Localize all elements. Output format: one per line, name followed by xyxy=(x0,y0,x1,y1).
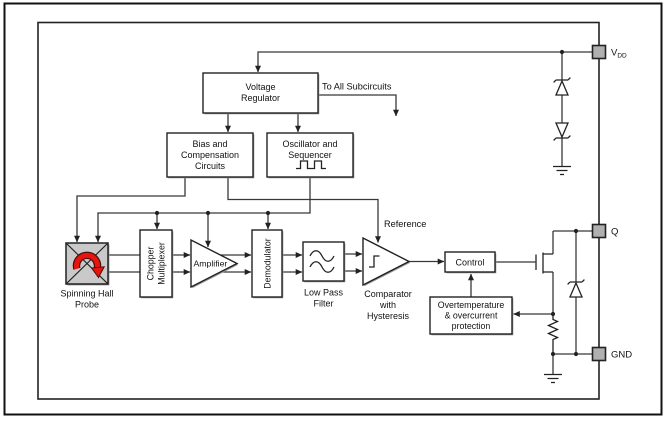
block-protection: Overtemperature & overcurrent protection xyxy=(429,296,514,336)
voltage-regulator-label: Regulator xyxy=(241,93,280,103)
probe-diagonals xyxy=(66,243,108,284)
wire-to-all-subcircuits xyxy=(318,94,399,117)
block-oscillator-sequencer: Oscillator and Sequencer xyxy=(266,132,355,179)
q-pin-label: Q xyxy=(611,227,618,238)
to-all-subcircuits-label: To All Subcircuits xyxy=(322,82,392,92)
protection-label: Overtemperature xyxy=(438,300,505,310)
outer-frame xyxy=(3,2,663,416)
comparator-label: Hysteresis xyxy=(367,311,410,321)
sine-waves-icon xyxy=(309,250,335,273)
lpf-label: Filter xyxy=(314,299,334,309)
protection-label: protection xyxy=(452,321,491,331)
lpf-label: Low Pass xyxy=(304,288,344,298)
comparator-label: Comparator xyxy=(364,289,412,299)
resistor-icon xyxy=(546,314,560,354)
voltage-regulator-label: Voltage xyxy=(245,82,275,92)
block-bias-compensation: Bias and Compensation Circuits xyxy=(166,132,255,179)
wire-reference xyxy=(227,177,381,243)
block-voltage-regulator: Voltage Regulator xyxy=(202,72,320,115)
chopper-label: Chopper xyxy=(146,247,156,281)
demodulator-label: Demodulator xyxy=(263,238,273,288)
reference-label: Reference xyxy=(384,219,426,229)
ground-icon xyxy=(553,165,571,176)
q-pad xyxy=(591,223,607,239)
rotation-arrow-icon xyxy=(72,251,106,279)
comparator-label: with xyxy=(379,300,396,310)
bias-label: Circuits xyxy=(195,161,226,171)
wire-bias-to-probe xyxy=(74,177,186,243)
wire-oscillator-bus xyxy=(95,177,311,243)
wire-vdd-rail xyxy=(255,51,592,73)
gnd-pin-label: GND xyxy=(611,350,632,361)
block-amplifier: Amplifier xyxy=(190,238,239,289)
amplifier-label: Amplifier xyxy=(194,259,228,269)
vdd-pin-label: VDD xyxy=(611,48,627,60)
control-label: Control xyxy=(455,258,484,268)
zener-diode-icon xyxy=(553,77,571,96)
oscillator-label: Oscillator and xyxy=(282,139,337,149)
ic-boundary xyxy=(37,21,600,400)
block-chopper-multiplexer: Chopper Multiplexer xyxy=(139,229,174,299)
block-hall-probe: Spinning Hall Probe xyxy=(60,242,114,310)
chopper-label: Multiplexer xyxy=(157,242,167,285)
block-control: Control xyxy=(444,251,497,274)
block-demodulator: Demodulator xyxy=(251,229,284,299)
vdd-pad xyxy=(591,44,607,60)
bias-label: Bias and xyxy=(192,139,227,149)
zener-diode-icon xyxy=(567,279,585,298)
wire-probe-to-chopper xyxy=(108,254,140,273)
hall-probe-label: Probe xyxy=(75,300,99,310)
bias-label: Compensation xyxy=(181,150,239,160)
mosfet-icon xyxy=(535,252,553,274)
oscillator-label: Sequencer xyxy=(288,150,332,160)
ground-icon xyxy=(544,373,562,384)
hall-probe-label: Spinning Hall xyxy=(60,289,113,299)
junction-dots xyxy=(154,49,579,357)
hysteresis-icon xyxy=(369,255,380,268)
block-low-pass-filter: Low Pass Filter xyxy=(302,241,346,309)
square-wave-icon xyxy=(296,160,326,170)
zener-diode-icon xyxy=(553,122,571,141)
protection-label: & overcurrent xyxy=(445,311,498,321)
block-comparator: Comparator with Hysteresis xyxy=(362,236,412,321)
gnd-pad xyxy=(591,346,607,362)
